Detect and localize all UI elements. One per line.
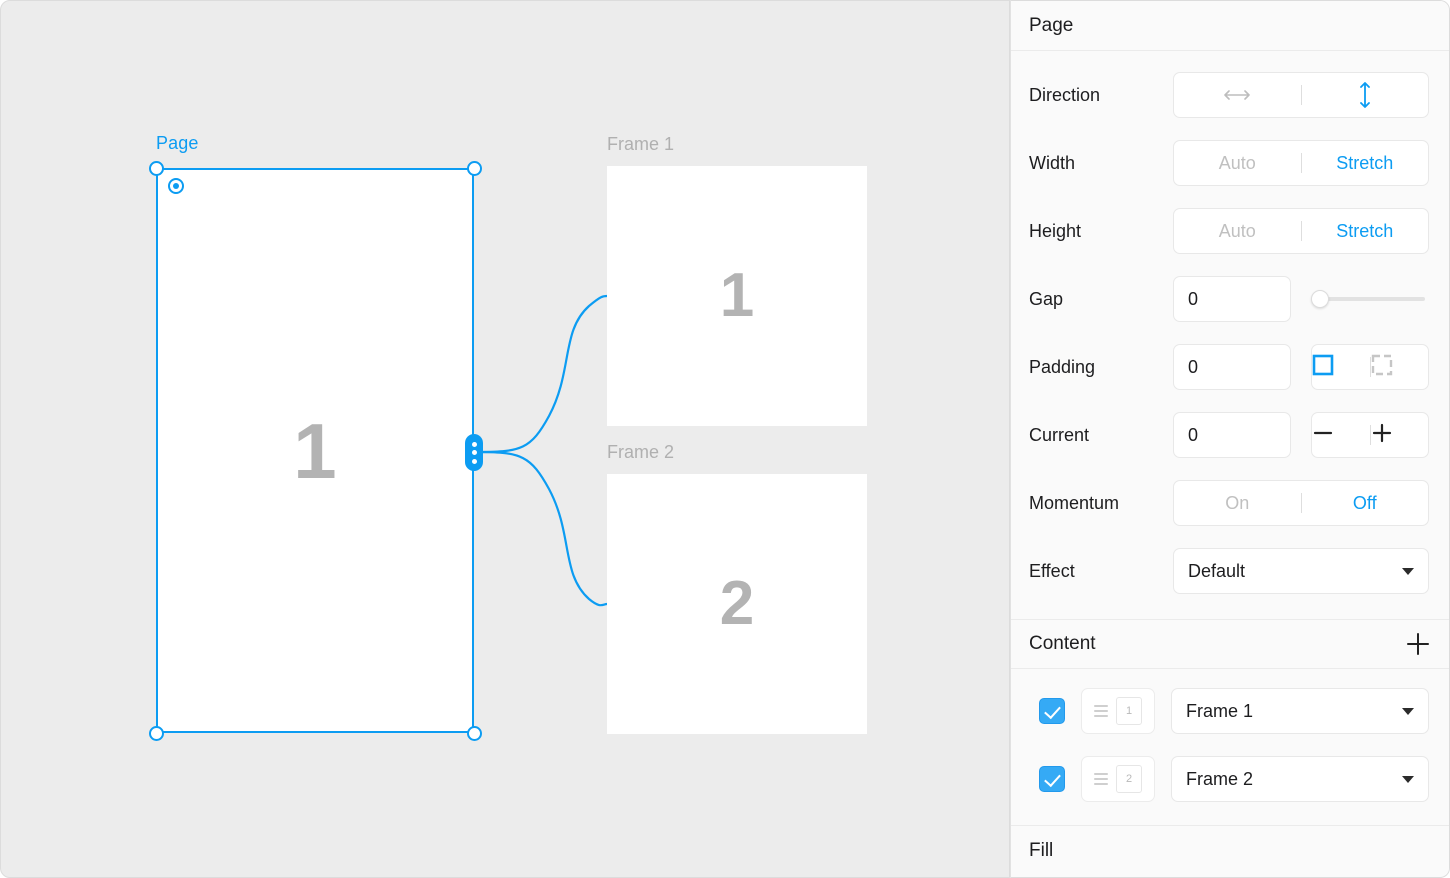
content-visibility-checkbox[interactable] bbox=[1039, 766, 1065, 792]
property-row-current: Current 0 bbox=[1011, 401, 1449, 469]
minus-glyph bbox=[1313, 431, 1333, 434]
height-segmented-control[interactable]: Auto Stretch bbox=[1173, 208, 1429, 254]
label-momentum: Momentum bbox=[1029, 492, 1120, 513]
square-solid-icon[interactable] bbox=[1312, 354, 1370, 381]
segment-divider bbox=[1369, 357, 1371, 377]
current-input[interactable]: 0 bbox=[1173, 412, 1291, 458]
momentum-option-off[interactable]: Off bbox=[1352, 492, 1377, 513]
content-section-header: Content bbox=[1011, 619, 1449, 669]
label-height: Height bbox=[1029, 220, 1082, 241]
square-dashed-icon[interactable] bbox=[1371, 354, 1429, 381]
segment-divider bbox=[1300, 153, 1302, 173]
content-row: 2 Frame 2 bbox=[1011, 745, 1449, 813]
content-drag-handle[interactable]: 1 bbox=[1081, 688, 1155, 734]
arrows-vertical-icon[interactable] bbox=[1302, 73, 1429, 117]
page-selection-box[interactable] bbox=[156, 168, 474, 733]
add-content-plus-icon[interactable] bbox=[1405, 631, 1431, 657]
page-anchor-radio-icon[interactable] bbox=[168, 178, 184, 194]
plus-icon[interactable] bbox=[1371, 422, 1429, 449]
content-drag-handle[interactable]: 2 bbox=[1081, 756, 1155, 802]
content-ordinal-badge: 2 bbox=[1116, 765, 1142, 793]
arrows-horizontal-icon[interactable] bbox=[1174, 73, 1301, 117]
width-option-stretch[interactable]: Stretch bbox=[1336, 152, 1394, 173]
resize-handle-bottom-left[interactable] bbox=[149, 726, 164, 741]
padding-mode-control[interactable] bbox=[1311, 344, 1429, 390]
fill-section-title: Fill bbox=[1029, 839, 1054, 861]
frame-label-2: Frame 2 bbox=[607, 442, 675, 462]
content-section-title: Content bbox=[1029, 633, 1096, 654]
arrows-horizontal-glyph bbox=[1224, 90, 1251, 100]
page-title: Page bbox=[1029, 14, 1074, 36]
gap-input[interactable]: 0 bbox=[1173, 276, 1291, 322]
property-row-effect: Effect Default bbox=[1011, 537, 1449, 605]
inspector-panel: Page Direction bbox=[1010, 0, 1450, 878]
height-option-auto[interactable]: Auto bbox=[1218, 220, 1256, 241]
fill-section-header: Fill bbox=[1011, 825, 1449, 875]
segment-divider bbox=[1300, 85, 1302, 105]
resize-handle-top-right[interactable] bbox=[467, 161, 482, 176]
connector-curves bbox=[478, 294, 608, 607]
label-width: Width bbox=[1029, 152, 1076, 173]
segment-divider bbox=[1300, 221, 1302, 241]
content-ordinal-badge: 1 bbox=[1116, 697, 1142, 725]
content-rows-list: 1 Frame 1 2 Frame 2 bbox=[1011, 669, 1449, 825]
gap-slider-knob[interactable] bbox=[1311, 290, 1329, 308]
effect-select-value: Default bbox=[1188, 560, 1246, 581]
padding-input[interactable]: 0 bbox=[1173, 344, 1291, 390]
square-dashed-glyph bbox=[1371, 354, 1392, 375]
gap-slider-track bbox=[1311, 297, 1425, 301]
segment-divider bbox=[1300, 493, 1302, 513]
label-direction: Direction bbox=[1029, 84, 1101, 105]
property-row-height: Height Auto Stretch bbox=[1011, 197, 1449, 265]
height-option-stretch[interactable]: Stretch bbox=[1336, 220, 1394, 241]
resize-handle-bottom-right[interactable] bbox=[467, 726, 482, 741]
momentum-segmented-control[interactable]: On Off bbox=[1173, 480, 1429, 526]
page-content-number: 1 bbox=[293, 406, 337, 495]
content-frame-select[interactable]: Frame 2 bbox=[1171, 756, 1429, 802]
property-row-padding: Padding 0 bbox=[1011, 333, 1449, 401]
gap-slider[interactable] bbox=[1311, 289, 1425, 309]
frame-thumbnail-2[interactable]: 2 bbox=[607, 474, 867, 734]
drag-grip-icon bbox=[1094, 773, 1108, 785]
content-frame-value: Frame 2 bbox=[1186, 768, 1254, 789]
label-effect: Effect bbox=[1029, 560, 1075, 581]
frame-thumbnail-1[interactable]: 1 bbox=[607, 166, 867, 426]
drag-grip-icon bbox=[1094, 705, 1108, 717]
label-padding: Padding bbox=[1029, 356, 1096, 377]
arrows-vertical-glyph bbox=[1359, 82, 1370, 108]
design-canvas[interactable]: Page 1 Frame 1 1 Frame 2 2 bbox=[0, 0, 1010, 878]
chevron-down-icon bbox=[1402, 707, 1414, 715]
content-row: 1 Frame 1 bbox=[1011, 677, 1449, 745]
resize-handle-top-left[interactable] bbox=[149, 161, 164, 176]
direction-segmented-control[interactable] bbox=[1173, 72, 1429, 118]
frame-label-1: Frame 1 bbox=[607, 134, 675, 154]
property-row-gap: Gap 0 bbox=[1011, 265, 1449, 333]
connector-dot-icon bbox=[471, 450, 477, 455]
minus-icon[interactable] bbox=[1312, 422, 1370, 449]
width-option-auto[interactable]: Auto bbox=[1218, 152, 1256, 173]
page-selection-label: Page bbox=[156, 133, 199, 153]
segment-divider bbox=[1369, 425, 1371, 445]
connector-handle[interactable] bbox=[465, 434, 483, 471]
property-row-momentum: Momentum On Off bbox=[1011, 469, 1449, 537]
connector-dot-icon bbox=[471, 441, 477, 447]
content-frame-value: Frame 1 bbox=[1186, 700, 1254, 721]
content-frame-select[interactable]: Frame 1 bbox=[1171, 688, 1429, 734]
panel-header: Page bbox=[1011, 1, 1449, 51]
property-row-direction: Direction bbox=[1011, 61, 1449, 129]
content-visibility-checkbox[interactable] bbox=[1039, 698, 1065, 724]
width-segmented-control[interactable]: Auto Stretch bbox=[1173, 140, 1429, 186]
properties-list: Direction bbox=[1011, 51, 1449, 619]
label-gap: Gap bbox=[1029, 288, 1064, 309]
square-solid-glyph bbox=[1312, 354, 1334, 375]
effect-select[interactable]: Default bbox=[1173, 548, 1429, 594]
chevron-down-icon bbox=[1402, 567, 1414, 575]
property-row-width: Width Auto Stretch bbox=[1011, 129, 1449, 197]
current-stepper[interactable] bbox=[1311, 412, 1429, 458]
chevron-down-icon bbox=[1402, 775, 1414, 783]
plus-glyph bbox=[1372, 423, 1391, 442]
momentum-option-on[interactable]: On bbox=[1225, 492, 1250, 513]
connector-dot-icon bbox=[471, 458, 477, 464]
label-current: Current bbox=[1029, 424, 1090, 445]
